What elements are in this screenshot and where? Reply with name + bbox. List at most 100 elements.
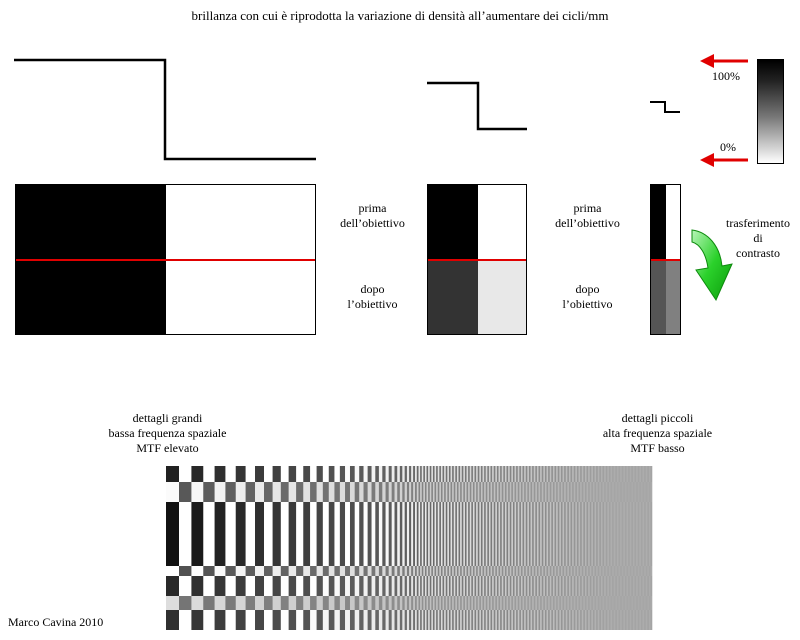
sweep-bar	[310, 610, 317, 630]
sweep-bar	[536, 576, 539, 596]
sweep-bar	[479, 466, 482, 482]
sweep-bar	[562, 610, 565, 630]
sweep-bar	[640, 610, 643, 630]
sweep-bar	[431, 596, 434, 610]
sweep-bar	[450, 596, 453, 610]
sweep-bar	[645, 566, 648, 576]
sweep-bar	[564, 566, 567, 576]
sweep-bar	[448, 596, 451, 610]
sweep-bar	[628, 466, 631, 482]
density-gradient-scale	[757, 59, 784, 164]
sweep-bar	[548, 566, 551, 576]
sweep-bar	[624, 502, 627, 566]
sweep-bar	[578, 566, 581, 576]
sweep-bar	[363, 566, 368, 576]
sweep-bar	[503, 466, 506, 482]
sweep-bar	[644, 466, 647, 482]
sweep-bar	[556, 502, 559, 566]
sweep-bar	[647, 482, 650, 502]
sweep-bar	[586, 502, 589, 566]
sweep-bar	[532, 482, 535, 502]
sweep-bar	[623, 482, 626, 502]
sweep-bar	[594, 576, 597, 596]
sweep-bar	[540, 482, 543, 502]
sweep-bar	[456, 566, 459, 576]
sweep-bar	[530, 466, 533, 482]
sweep-bar	[520, 502, 523, 566]
sweep-bar	[556, 566, 559, 576]
sweep-bar	[580, 566, 583, 576]
sweep-bar	[572, 610, 575, 630]
sweep-bar	[484, 610, 487, 630]
sweep-bar	[589, 566, 592, 576]
sweep-bar	[623, 466, 626, 482]
sweep-bar	[644, 502, 647, 566]
sweep-bar	[235, 576, 246, 596]
sweep-bar	[264, 482, 273, 502]
sweep-bar	[596, 566, 599, 576]
sweep-bar	[485, 482, 488, 502]
sweep-bar	[432, 482, 435, 502]
sweep-bar	[382, 566, 386, 576]
sweep-bar	[493, 466, 496, 482]
sweep-bar	[647, 576, 650, 596]
sweep-bar	[616, 610, 619, 630]
sweep-bar	[552, 576, 555, 596]
sweep-bar	[575, 610, 578, 630]
sweep-bar	[575, 596, 578, 610]
sweep-bar	[452, 596, 455, 610]
sweep-bar	[572, 576, 575, 596]
sweep-bar	[575, 566, 578, 576]
sweep-bar	[527, 466, 530, 482]
sweep-bar	[629, 466, 632, 482]
sweep-bar	[568, 566, 571, 576]
sweep-bar	[450, 502, 453, 566]
sweep-bar	[444, 596, 447, 610]
sweep-bar	[440, 566, 443, 576]
sweep-bar	[600, 466, 603, 482]
sweep-bar	[487, 576, 490, 596]
sweep-bar	[559, 566, 562, 576]
sweep-bar	[367, 466, 372, 482]
sweep-bar	[418, 482, 421, 502]
sweep-bar	[272, 482, 282, 502]
sweep-bar	[487, 482, 490, 502]
sweep-bar	[411, 576, 414, 596]
sweep-bar	[429, 596, 432, 610]
sweep-bar	[520, 482, 523, 502]
before-dark-half	[16, 185, 166, 260]
sweep-bar	[522, 576, 525, 596]
sweep-bar	[354, 566, 360, 576]
sweep-bar	[447, 566, 450, 576]
sweep-bar	[629, 576, 632, 596]
sweep-bar	[452, 576, 455, 596]
sweep-bar	[511, 482, 514, 502]
sweep-bar	[610, 482, 613, 502]
sweep-bar	[578, 576, 581, 596]
sweep-bar	[599, 502, 602, 566]
sweep-bar	[495, 482, 498, 502]
sweep-bar	[519, 596, 522, 610]
sweep-bar	[402, 566, 405, 576]
sweep-bar	[375, 610, 380, 630]
sweep-bar	[588, 596, 591, 610]
sweep-bar	[328, 466, 335, 482]
sweep-bar	[548, 576, 551, 596]
sweep-bar	[557, 466, 560, 482]
sweep-bar	[448, 466, 451, 482]
sweep-bar	[650, 502, 653, 566]
sweep-bar	[404, 576, 408, 596]
sweep-bar	[382, 466, 386, 482]
sweep-bar	[471, 610, 474, 630]
sweep-bar	[581, 502, 584, 566]
sweep-bar	[445, 482, 448, 502]
sweep-bar	[334, 502, 341, 566]
sweep-bar	[466, 576, 469, 596]
sweep-bar	[354, 482, 360, 502]
sweep-bar	[378, 566, 383, 576]
sweep-bar	[532, 502, 535, 566]
frequency-sweep-chart	[166, 466, 653, 630]
sweep-bar	[416, 576, 419, 596]
sweep-bar	[637, 566, 640, 576]
